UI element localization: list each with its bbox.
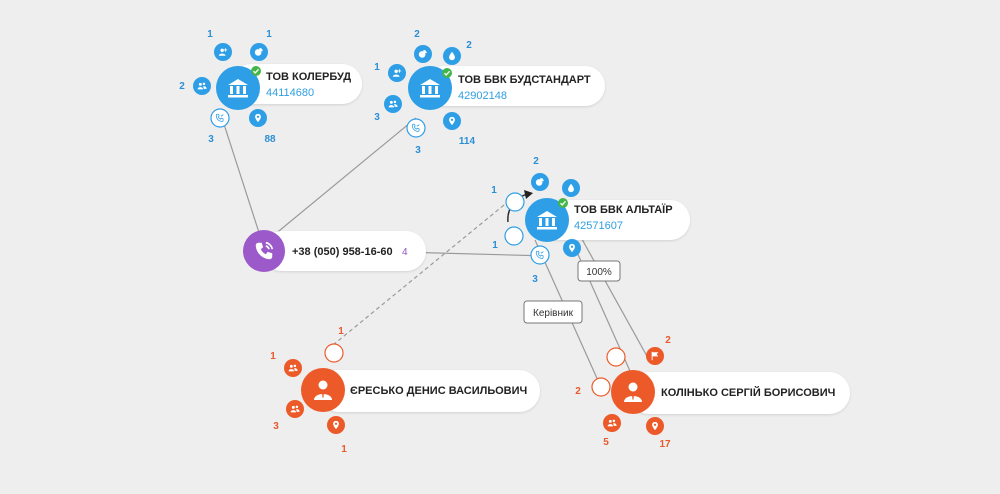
node-yeresko-count-left: 1: [270, 351, 276, 362]
node-budstandart-name: ТОВ БВК БУДСТАНДАРТ: [458, 74, 591, 86]
node-altair-badge-users[interactable]: [504, 226, 524, 246]
node-altair-count-left-top: 1: [491, 185, 497, 196]
node-phone-number: +38 (050) 958-16-60: [292, 246, 393, 258]
node-budstandart-badge-user-plus[interactable]: [388, 64, 406, 82]
node-kolinko-badge-pin[interactable]: [646, 417, 664, 435]
edge-label-share[interactable]: 100%: [577, 260, 621, 282]
node-altair-badge-chart[interactable]: [531, 173, 549, 191]
node-kolerbud-count-top-right: 1: [266, 29, 272, 40]
node-kolerbud-name: ТОВ КОЛЕРБУД: [266, 71, 351, 83]
node-kolerbud-count-bottom-left: 3: [208, 134, 214, 145]
node-kolinko[interactable]: КОЛІНЬКО СЕРГІЙ БОРИСОВИЧ 2 2 5 17: [575, 335, 850, 450]
node-altair-code: 42571607: [574, 220, 623, 232]
node-kolinko-count-bottom-right: 17: [659, 439, 671, 450]
node-kolinko-badge-users[interactable]: [591, 377, 611, 397]
edge-label-director-text: Керівник: [533, 308, 574, 319]
node-yeresko-pill: [318, 370, 540, 412]
node-yeresko-count-top: 1: [338, 326, 344, 337]
verified-check-icon: [442, 68, 452, 78]
node-kolerbud-pill: [232, 64, 362, 104]
node-altair-count-bottom: 3: [532, 274, 538, 285]
node-kolinko-badge-user-plus[interactable]: [606, 347, 626, 367]
node-budstandart-count-top-left: 1: [374, 62, 380, 73]
node-yeresko-badge-pin[interactable]: [327, 416, 345, 434]
node-yeresko-count-bottom-left: 3: [273, 421, 279, 432]
node-kolerbud-code: 44114680: [266, 87, 314, 99]
node-kolinko-badge-flag[interactable]: [646, 347, 664, 365]
node-yeresko-badge-users-b[interactable]: [286, 400, 304, 418]
node-kolerbud-badge-pin[interactable]: [249, 109, 267, 127]
node-budstandart-badge-phone[interactable]: [406, 118, 426, 138]
node-kolinko-count-top-right: 2: [665, 335, 671, 346]
node-altair-count-top: 2: [533, 156, 539, 167]
node-phone-pill: [262, 231, 426, 271]
edge-yeresko-altair-dashed[interactable]: [332, 195, 516, 346]
verified-check-icon: [558, 198, 568, 208]
node-kolinko-count-bottom-left: 5: [603, 437, 609, 448]
node-budstandart-badge-pin[interactable]: [443, 112, 461, 130]
node-altair-badge-phone[interactable]: [530, 245, 550, 265]
node-phone[interactable]: +38 (050) 958-16-60 4: [243, 230, 426, 272]
node-yeresko[interactable]: ЄРЕСЬКО ДЕНИС ВАСИЛЬОВИЧ 1 1 3 1: [270, 326, 540, 455]
node-yeresko-circle: [301, 368, 345, 412]
node-kolinko-name: КОЛІНЬКО СЕРГІЙ БОРИСОВИЧ: [661, 386, 835, 399]
node-phone-circle: [243, 230, 285, 272]
edge-kolerbud-phone[interactable]: [221, 117, 265, 249]
node-altair[interactable]: ТОВ БВК АЛЬТАЇР 42571607 1 2 1 3: [491, 156, 690, 285]
node-yeresko-badge-users[interactable]: [284, 359, 302, 377]
node-kolinko-circle: [611, 370, 655, 414]
node-altair-count-left: 1: [492, 240, 498, 251]
node-kolinko-pill: [628, 372, 850, 414]
node-altair-badge-pin[interactable]: [563, 239, 581, 257]
node-budstandart-badge-drop[interactable]: [443, 47, 461, 65]
node-altair-name: ТОВ БВК АЛЬТАЇР: [574, 203, 673, 216]
node-kolerbud-count-left: 2: [179, 81, 185, 92]
node-budstandart-badge-users[interactable]: [384, 95, 402, 113]
node-yeresko-count-bottom: 1: [341, 444, 347, 455]
node-yeresko-name: ЄРЕСЬКО ДЕНИС ВАСИЛЬОВИЧ: [350, 385, 527, 397]
node-budstandart-pill: [425, 66, 605, 106]
node-altair-pill: [540, 200, 690, 240]
node-budstandart-code: 42902148: [458, 90, 507, 102]
node-altair-badge-drop[interactable]: [562, 179, 580, 197]
edge-label-share-text: 100%: [586, 267, 612, 278]
node-altair-badge-user-plus[interactable]: [505, 192, 525, 212]
edge-budstandart-phone[interactable]: [267, 117, 417, 241]
node-phone-count: 4: [402, 247, 408, 258]
node-kolerbud-badge-users-plus[interactable]: [214, 43, 232, 61]
node-budstandart-count-top: 2: [414, 29, 420, 40]
edge-label-director[interactable]: Керівник: [523, 300, 583, 324]
node-kolinko-count-left: 2: [575, 386, 581, 397]
node-budstandart-count-bottom: 3: [415, 145, 421, 156]
edge-arrow-head: [524, 190, 533, 199]
node-budstandart-count-bottom-right: 114: [459, 136, 476, 147]
node-kolerbud-badge-users[interactable]: [193, 77, 211, 95]
node-kolinko-badge-users-b[interactable]: [603, 414, 621, 432]
node-kolerbud-count-bottom-right: 88: [264, 134, 276, 145]
node-yeresko-badge-flag[interactable]: [324, 343, 344, 363]
node-budstandart-badge-chart[interactable]: [414, 45, 432, 63]
node-kolerbud[interactable]: ТОВ КОЛЕРБУД 44114680 1 1 2 3 88: [179, 29, 362, 145]
edge-kolinko-altair-share-b[interactable]: [577, 231, 649, 359]
node-kolerbud-badge-phone[interactable]: [210, 108, 230, 128]
verified-check-icon: [251, 66, 261, 76]
node-kolerbud-badge-chart[interactable]: [250, 43, 268, 61]
node-budstandart-count-top-right: 2: [466, 40, 472, 51]
node-budstandart-count-bottom-left: 3: [374, 112, 380, 123]
node-budstandart[interactable]: ТОВ БВК БУДСТАНДАРТ 42902148 1 2 2 3 3: [374, 29, 605, 156]
node-kolerbud-count-top-left: 1: [207, 29, 213, 40]
